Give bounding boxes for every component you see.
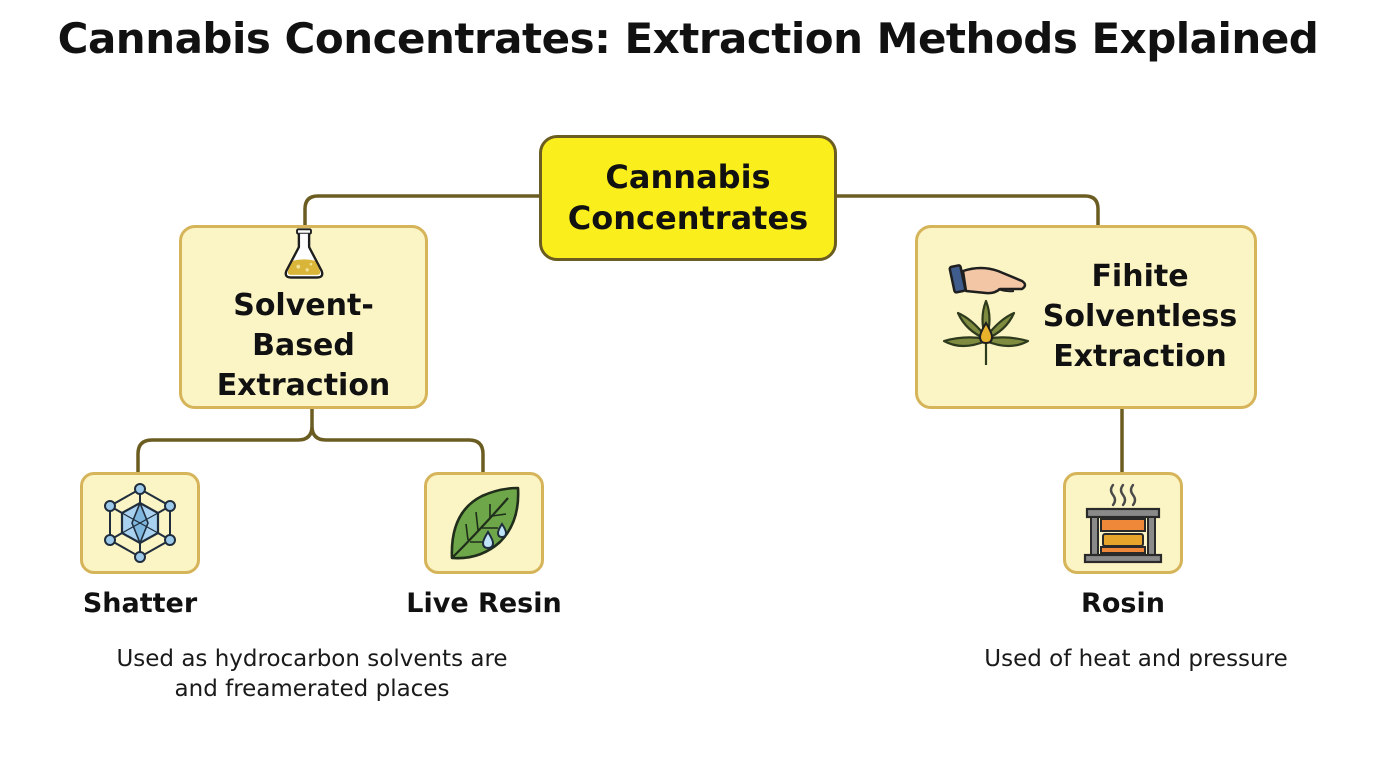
solvent-based-note: Used as hydrocarbon solvents are and fre… <box>92 644 532 704</box>
root-node: Cannabis Concentrates <box>539 135 837 261</box>
solventless-note-line1: Used of heat and pressure <box>984 646 1288 672</box>
live-resin-label: Live Resin <box>406 588 562 619</box>
solvent-based-note-line1: Used as hydrocarbon solvents are <box>116 646 508 672</box>
hand-cannabis-leaf-icon <box>942 264 1030 365</box>
solvent-based-label-line1: Solvent-Based <box>233 288 374 363</box>
connector-root-to-solventless <box>834 194 1100 228</box>
solventless-label-line3: Extraction <box>1053 339 1227 374</box>
root-label-line2: Concentrates <box>567 199 809 237</box>
shatter-node <box>80 472 200 574</box>
solvent-based-label-line2: Extraction <box>216 368 391 403</box>
solventless-node: Fihite Solventless Extraction <box>915 225 1257 409</box>
solventless-label-line2: Solventless <box>1042 299 1238 334</box>
leaf-droplet-icon <box>450 486 520 560</box>
heat-press-icon <box>1083 483 1163 564</box>
solvent-based-note-line2: and freamerated places <box>174 676 450 702</box>
rosin-node <box>1063 472 1183 574</box>
live-resin-node <box>424 472 544 574</box>
shatter-label: Shatter <box>82 588 198 619</box>
connector-solvent-to-children <box>136 407 485 474</box>
solvent-based-node: Solvent-Based Extraction <box>179 225 428 409</box>
flask-icon <box>284 228 323 279</box>
connector-root-to-solvent <box>303 194 543 228</box>
solventless-note: Used of heat and pressure <box>966 644 1306 674</box>
crystal-molecule-icon <box>104 483 176 563</box>
page-title: Cannabis Concentrates: Extraction Method… <box>57 14 1319 63</box>
root-label-line1: Cannabis <box>605 158 771 196</box>
solventless-label-line1: Fihite <box>1091 259 1189 294</box>
rosin-label: Rosin <box>1081 588 1165 619</box>
